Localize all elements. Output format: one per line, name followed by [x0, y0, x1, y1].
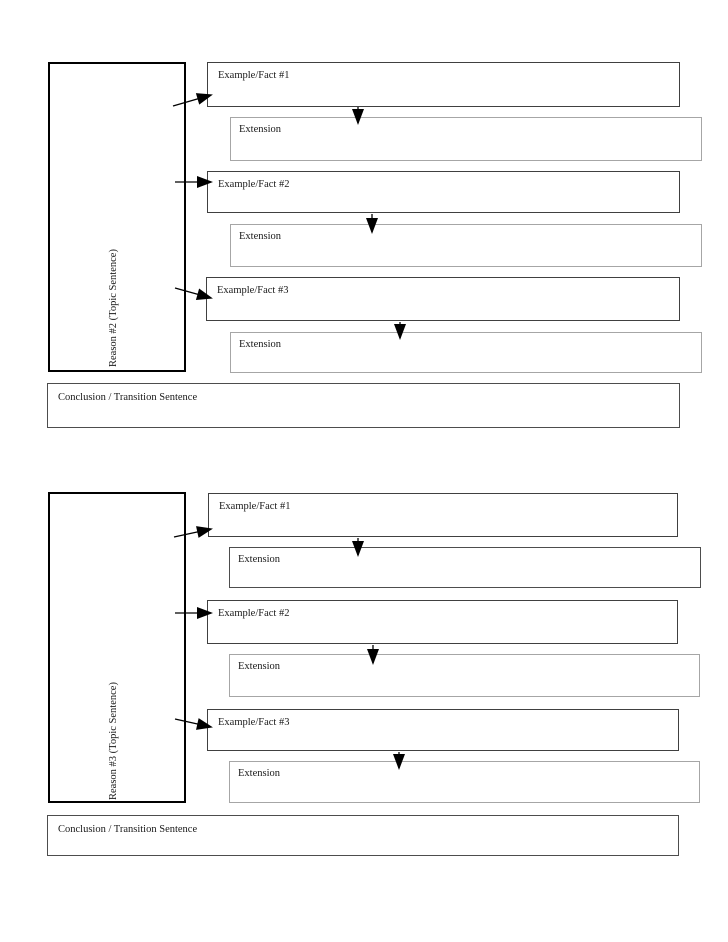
reason-2-label: Reason #2 (Topic Sentence) — [108, 249, 119, 367]
example-fact-2-label-2: Example/Fact #2 — [218, 608, 290, 619]
conclusion-transition-box-2: Conclusion / Transition Sentence — [47, 815, 679, 856]
extension-2-box-2: Extension — [229, 654, 700, 697]
reason-3-topic-sentence-box — [48, 492, 186, 803]
example-fact-2-box-2: Example/Fact #2 — [207, 600, 678, 644]
extension-3-box: Extension — [230, 332, 702, 373]
example-fact-1-box-2: Example/Fact #1 — [208, 493, 678, 537]
extension-2-label: Extension — [239, 231, 281, 242]
extension-3-box-2: Extension — [229, 761, 700, 803]
conclusion-transition-label-1: Conclusion / Transition Sentence — [58, 392, 198, 403]
extension-3-label: Extension — [239, 339, 281, 350]
example-fact-3-box-2: Example/Fact #3 — [207, 709, 679, 751]
extension-1-label-2: Extension — [238, 554, 280, 565]
example-fact-1-label-2: Example/Fact #1 — [219, 501, 291, 512]
example-fact-3-box: Example/Fact #3 — [206, 277, 680, 321]
extension-1-box: Extension — [230, 117, 702, 161]
example-fact-3-label-2: Example/Fact #3 — [218, 717, 290, 728]
extension-1-label: Extension — [239, 124, 281, 135]
reason-2-topic-sentence-box — [48, 62, 186, 372]
example-fact-2-box: Example/Fact #2 — [207, 171, 680, 213]
extension-2-label-2: Extension — [238, 661, 280, 672]
reason-3-label: Reason #3 (Topic Sentence) — [108, 682, 119, 800]
extension-3-label-2: Extension — [238, 768, 280, 779]
extension-2-box: Extension — [230, 224, 702, 267]
conclusion-transition-box-1: Conclusion / Transition Sentence — [47, 383, 680, 428]
example-fact-3-label: Example/Fact #3 — [217, 285, 289, 296]
example-fact-1-box: Example/Fact #1 — [207, 62, 680, 107]
example-fact-2-label: Example/Fact #2 — [218, 179, 290, 190]
example-fact-1-label: Example/Fact #1 — [218, 70, 290, 81]
conclusion-transition-label-2: Conclusion / Transition Sentence — [58, 824, 198, 835]
extension-1-box-2: Extension — [229, 547, 701, 588]
